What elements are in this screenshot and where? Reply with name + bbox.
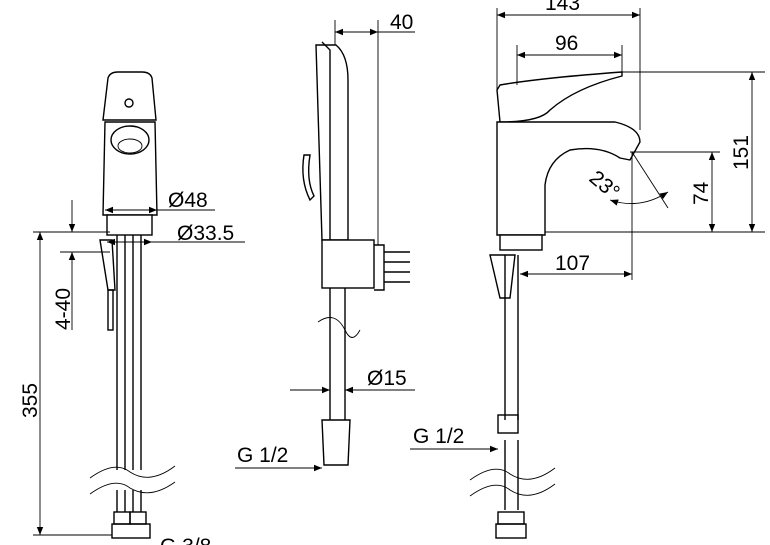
side-view: 40 Ø15 G 1/2 — [235, 11, 415, 472]
right-spout-body — [496, 121, 641, 236]
label-overall-height: 151 — [730, 135, 753, 170]
label-height: 355 — [19, 383, 42, 418]
label-depth: 40 — [390, 11, 413, 34]
label-connection-g38: G 3/8 — [160, 535, 211, 545]
label-angle: 23° — [585, 166, 624, 204]
right-view: 143 96 151 74 23° 107 G 1/2 — [410, 0, 765, 539]
side-hose — [329, 288, 346, 420]
front-handle — [102, 71, 157, 121]
label-overall-length: 143 — [545, 0, 580, 15]
hose-nozzle — [321, 419, 351, 466]
right-handle — [496, 71, 623, 123]
label-thickness-range: 4-40 — [52, 288, 75, 330]
aerator — [110, 125, 150, 155]
front-body — [102, 121, 158, 216]
side-handle-body — [315, 44, 349, 241]
label-hose-diameter: Ø15 — [367, 367, 407, 390]
mounting-block — [321, 239, 375, 289]
label-connection-right: G 1/2 — [413, 425, 464, 448]
label-diameter-base: Ø33.5 — [177, 222, 234, 245]
front-view: Ø48 Ø33.5 4-40 355 G 3/8 — [19, 71, 245, 545]
label-reach: 107 — [555, 252, 590, 275]
indicator-dot — [124, 98, 134, 108]
label-connection-side: G 1/2 — [237, 444, 288, 467]
label-handle-length: 96 — [555, 32, 578, 55]
label-diameter-body: Ø48 — [168, 189, 208, 212]
supply-hoses — [116, 235, 142, 512]
label-spout-height: 74 — [690, 181, 713, 205]
